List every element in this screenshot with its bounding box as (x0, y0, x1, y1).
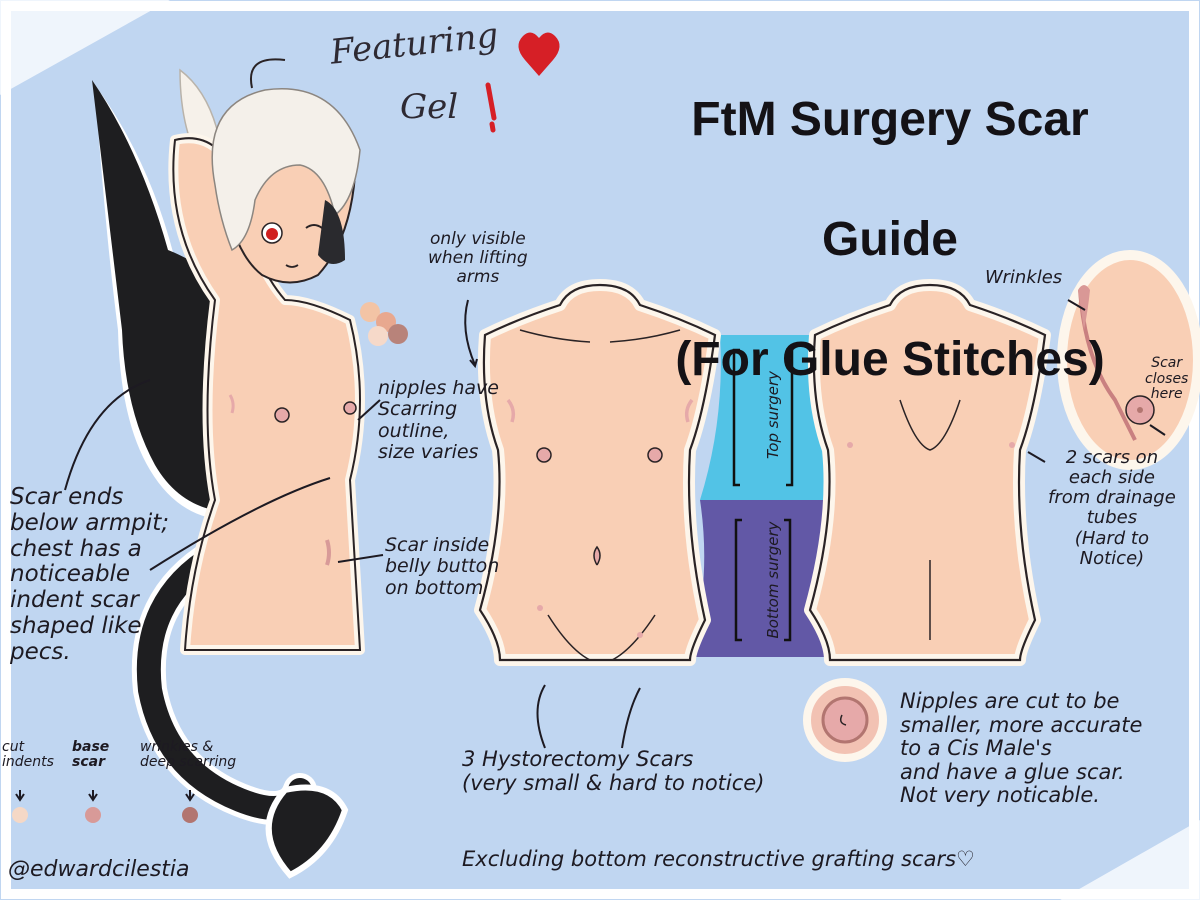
title-line-2: Guide (821, 213, 958, 266)
featuring-name: Gel (400, 87, 459, 127)
arrow-scar-ends (64, 379, 151, 491)
legend-arrow-1 (15, 790, 25, 802)
bottom-surgery-band (690, 500, 840, 657)
back-torso (804, 279, 1051, 666)
legend-arrow-2 (88, 790, 98, 802)
bottom-bracket-left (734, 518, 742, 642)
guide-title: FtM Surgery Scar Guide (For Glue Stitche… (605, 30, 1175, 450)
top-bracket-right (786, 348, 794, 487)
note-lifting-arms: only visible when lifting arms (428, 229, 528, 288)
nipple-detail (803, 678, 887, 762)
legend-arrow-3 (185, 790, 195, 802)
title-line-1: FtM Surgery Scar (691, 93, 1089, 146)
heart-icon (518, 32, 560, 76)
arrow-hyst-1 (536, 684, 546, 749)
arrow-hyst-2 (621, 687, 641, 749)
note-nipples-cut: Nipples are cut to be smaller, more accu… (900, 689, 1143, 808)
exclamation-mark (485, 82, 497, 133)
legend-swatch-cut-indents (12, 807, 28, 823)
character-head (211, 58, 361, 284)
title-line-3: (For Glue Stitches) (675, 333, 1105, 386)
note-belly-button: Scar inside belly button on bottom (385, 534, 500, 599)
legend-swatch-deep-scarring (182, 807, 198, 823)
note-drainage: 2 scars on each side from drainage tubes… (1048, 447, 1176, 569)
skin-palette (360, 302, 408, 346)
bottom-bracket-right (784, 518, 792, 642)
character-tail (131, 538, 349, 879)
note-scar-ends: Scar ends below armpit; chest has a noti… (10, 484, 170, 665)
arrowhead-lifting (469, 358, 478, 369)
character-body (168, 133, 365, 655)
legend-swatch-base-scar (85, 807, 101, 823)
front-torso (474, 279, 721, 666)
note-hysterectomy: 3 Hystorectomy Scars (very small & hard … (462, 747, 765, 795)
arrow-scar-closes (1149, 424, 1166, 436)
note-excluding: Excluding bottom reconstructive grafting… (462, 847, 975, 871)
nipple-closeup (1057, 250, 1200, 470)
band-label-bottom-surgery: Bottom surgery (764, 521, 782, 639)
arrow-wrinkles (1067, 299, 1086, 311)
note-nipples-scarring: nipples have Scarring outline, size vari… (378, 377, 499, 463)
artist-credit: @edwardcilestia (8, 857, 190, 882)
top-bracket-left (732, 348, 740, 487)
arrow-belly (337, 554, 384, 563)
corner-stripe-bottom-right (1060, 820, 1200, 900)
arrow-drainage (1027, 451, 1046, 463)
legend-label-base-scar: base scar (72, 739, 110, 770)
annotation-arrows (15, 299, 1166, 802)
arrow-lifting (464, 299, 476, 366)
band-label-top-surgery: Top surgery (764, 370, 782, 460)
arrow-nipples (357, 399, 381, 421)
arrow-indent (149, 477, 331, 571)
corner-stripe-top-left (0, 0, 170, 95)
legend-label-deep-scarring: wrinkles & deep scarring (140, 739, 237, 770)
note-wrinkles: Wrinkles (985, 267, 1063, 288)
legend-label-cut-indents: cut indents (2, 739, 54, 770)
note-scar-closes: Scar closes here (1145, 355, 1189, 403)
